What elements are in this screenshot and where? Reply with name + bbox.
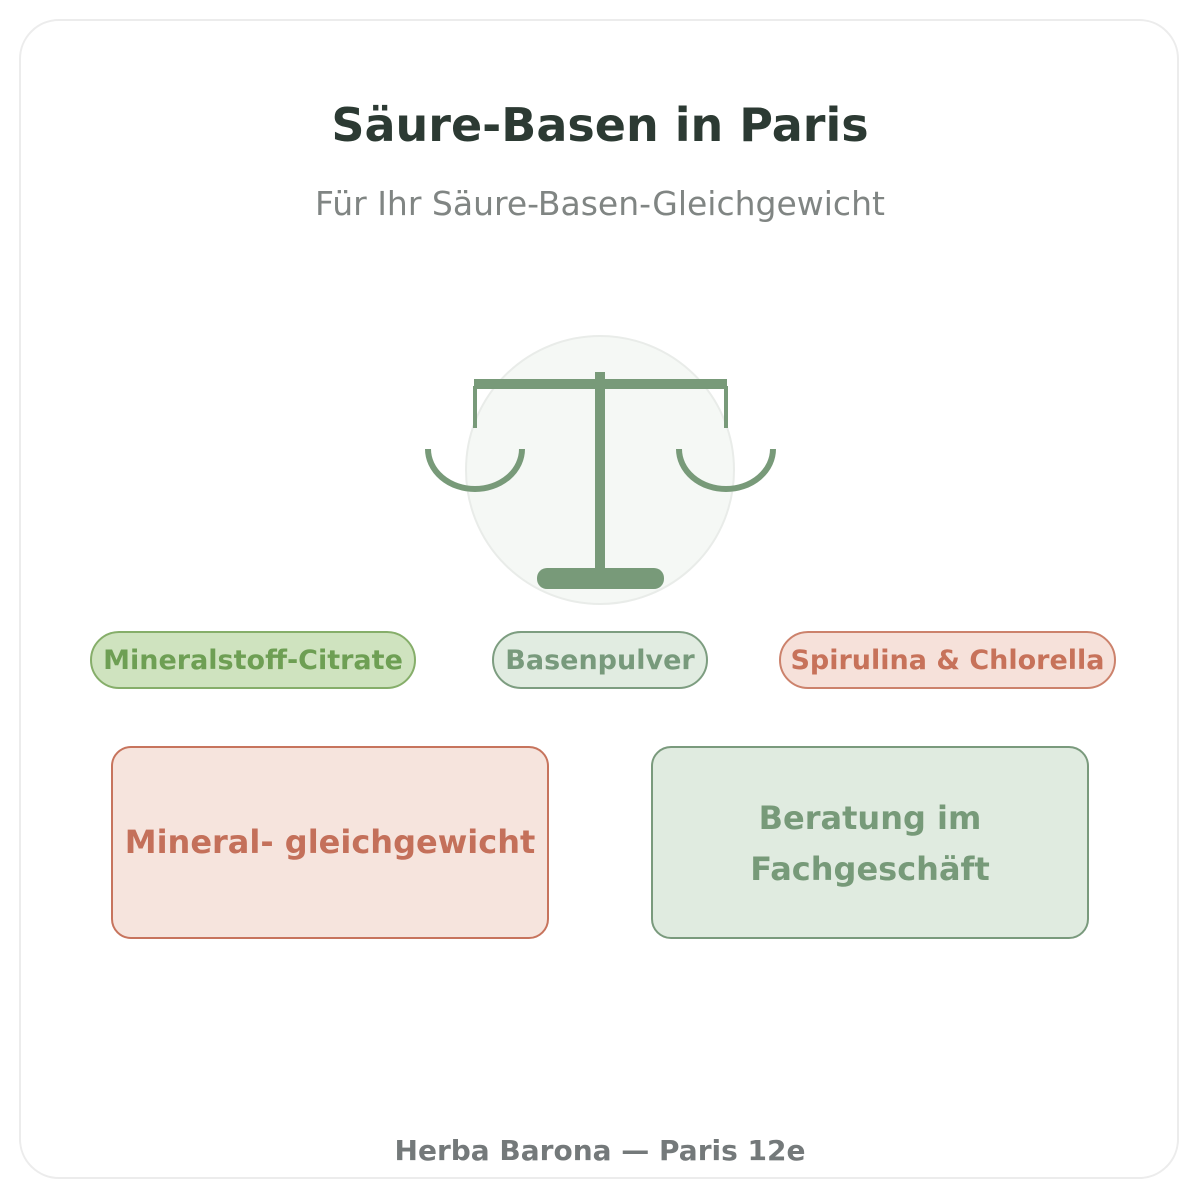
box-mineral-gleichgewicht-label: Mineral- gleichgewicht [124,823,536,861]
box-beratung-label: Beratung im Fachgeschäft [750,798,990,888]
tag-basenpulver: Basenpulver [492,631,708,689]
footer-text: Herba Barona — Paris 12e [394,1134,806,1167]
box-mineral-gleichgewicht: Mineral- gleichgewicht [111,746,549,939]
page-subtitle: Für Ihr Säure-Basen-Gleichgewicht [315,184,885,223]
box-beratung: Beratung im Fachgeschäft [651,746,1089,939]
page-title: Säure-Basen in Paris [331,98,869,152]
tag-spirulina-chlorella: Spirulina & Chlorella [779,631,1116,689]
tag-mineralstoff-citrate: Mineralstoff-Citrate [90,631,416,689]
